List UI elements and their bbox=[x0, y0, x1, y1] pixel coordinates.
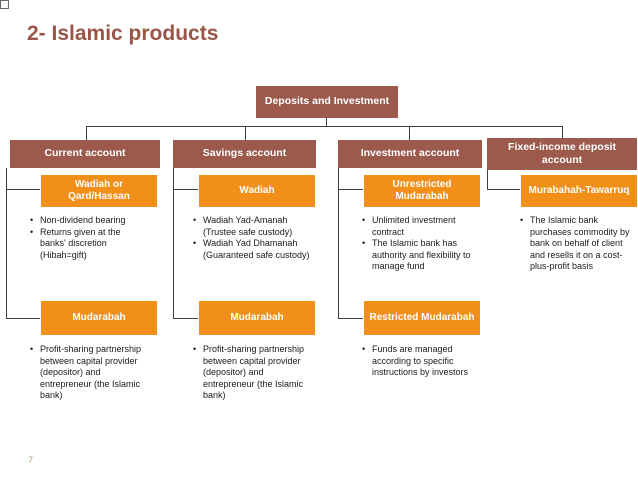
connector-root-down bbox=[326, 118, 327, 127]
product-murabahah-tawarruq: Murabahah-Tawarruq bbox=[520, 174, 638, 208]
product-restricted-mudarabah: Restricted Mudarabah bbox=[363, 300, 481, 336]
bullets-savings-bottom: Profit-sharing partnership between capit… bbox=[193, 344, 307, 402]
bullet-item: Unlimited investment contract bbox=[362, 215, 490, 238]
connector-drop-col2 bbox=[245, 126, 246, 140]
bullets-savings-top: Wadiah Yad-Amanah (Trustee safe custody)… bbox=[193, 215, 313, 261]
page-number: 7 bbox=[28, 455, 34, 465]
bullets-current-top: Non-dividend bearing Returns given at th… bbox=[30, 215, 148, 261]
connector-drop-col1 bbox=[86, 126, 87, 140]
connector-branch-col1-bottom bbox=[6, 318, 40, 319]
connector-branch-col2-bottom bbox=[173, 318, 198, 319]
slide-title: 2- Islamic products bbox=[27, 22, 219, 45]
header-savings-account: Savings account bbox=[173, 140, 316, 168]
bullet-item: Non-dividend bearing bbox=[30, 215, 148, 227]
header-fixed-income-deposit-account: Fixed-income deposit account bbox=[487, 138, 637, 170]
bullet-item: The Islamic bank purchases commodity by … bbox=[520, 215, 634, 273]
bullets-current-bottom: Profit-sharing partnership between capit… bbox=[30, 344, 144, 402]
product-wadiah: Wadiah bbox=[198, 174, 316, 208]
slide-corner-marker bbox=[0, 0, 9, 9]
bullets-investment-top: Unlimited investment contract The Islami… bbox=[362, 215, 490, 273]
bullet-item: Wadiah Yad Dhamanah (Guaranteed safe cus… bbox=[193, 238, 313, 261]
bullets-fixed-income-top: The Islamic bank purchases commodity by … bbox=[520, 215, 634, 273]
connector-branch-col3-top bbox=[338, 189, 363, 190]
product-unrestricted-mudarabah: Unrestricted Mudarabah bbox=[363, 174, 481, 208]
bullet-item: Wadiah Yad-Amanah (Trustee safe custody) bbox=[193, 215, 313, 238]
header-current-account: Current account bbox=[10, 140, 160, 168]
bullet-item: Returns given at the banks' discretion (… bbox=[30, 227, 148, 262]
connector-header-bus bbox=[86, 126, 563, 127]
connector-branch-col2-top bbox=[173, 189, 198, 190]
connector-spine-col1 bbox=[6, 168, 7, 319]
bullet-item: The Islamic bank has authority and flexi… bbox=[362, 238, 490, 273]
connector-drop-col4 bbox=[562, 126, 563, 138]
bullets-investment-bottom: Funds are managed according to specific … bbox=[362, 344, 484, 379]
connector-spine-col3 bbox=[338, 168, 339, 319]
connector-branch-col3-bottom bbox=[338, 318, 363, 319]
connector-spine-col4 bbox=[487, 168, 488, 190]
bullet-item: Profit-sharing partnership between capit… bbox=[30, 344, 144, 402]
connector-spine-col2 bbox=[173, 168, 174, 319]
root-node: Deposits and Investment bbox=[256, 86, 398, 118]
bullet-item: Profit-sharing partnership between capit… bbox=[193, 344, 307, 402]
connector-drop-col3 bbox=[409, 126, 410, 140]
connector-branch-col1-top bbox=[6, 189, 40, 190]
bullet-item: Funds are managed according to specific … bbox=[362, 344, 484, 379]
product-wadiah-or-qard-hassan: Wadiah or Qard/Hassan bbox=[40, 174, 158, 208]
product-mudarabah-current: Mudarabah bbox=[40, 300, 158, 336]
connector-branch-col4-top bbox=[487, 189, 520, 190]
product-mudarabah-savings: Mudarabah bbox=[198, 300, 316, 336]
header-investment-account: Investment account bbox=[338, 140, 482, 168]
